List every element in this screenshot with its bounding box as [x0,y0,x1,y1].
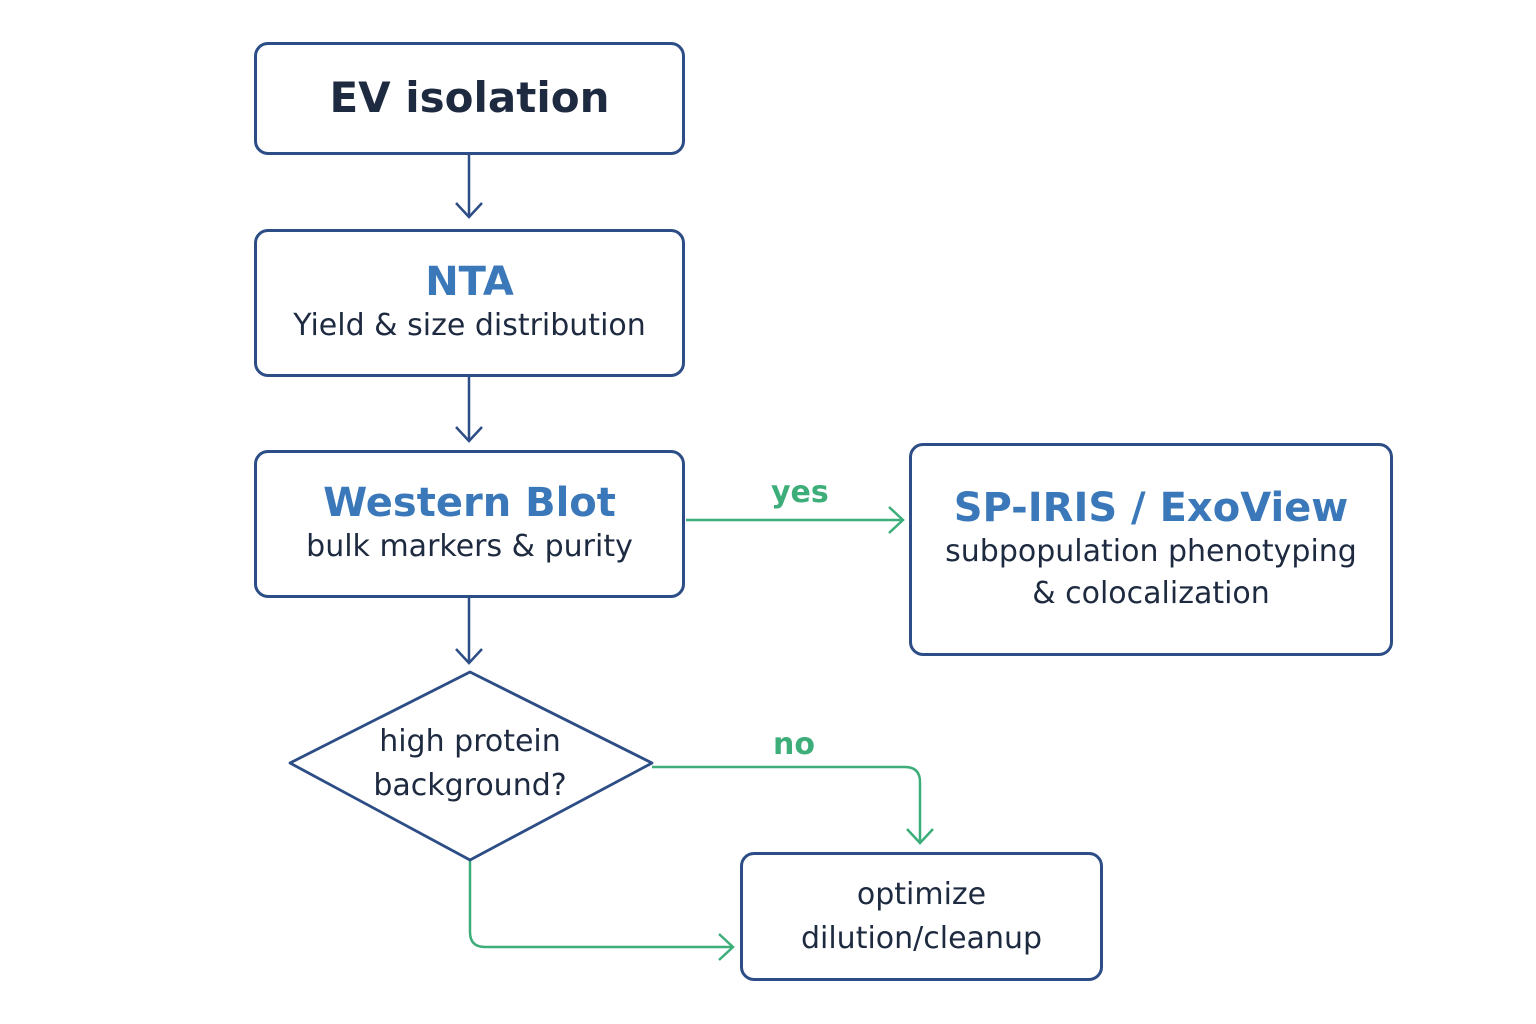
node-western-blot-title: Western Blot [323,480,616,526]
edge-label-yes: yes [771,475,829,510]
node-sp-iris-subtitle-line2: & colocalization [1032,575,1270,611]
node-sp-iris: SP-IRIS / ExoView subpopulation phenotyp… [909,443,1393,656]
decision-diamond [288,670,654,862]
node-western-blot-subtitle: bulk markers & purity [306,529,633,564]
node-nta-subtitle: Yield & size distribution [293,308,646,343]
arrow-ev-to-nta [455,155,483,219]
node-western-blot: Western Blot bulk markers & purity [254,450,685,598]
arrow-yes-to-sp-iris [686,506,905,534]
node-optimize: optimize dilution/cleanup [740,852,1103,981]
node-optimize-line2: dilution/cleanup [800,920,1043,956]
node-sp-iris-subtitle-line1: subpopulation phenotyping [945,533,1357,569]
arrow-nta-to-western [455,377,483,443]
node-ev-isolation-title: EV isolation [329,73,610,123]
arrow-western-to-decision [455,598,483,665]
edge-label-no: no [773,727,815,762]
node-nta-title: NTA [425,259,514,305]
node-decision-line1: high protein [379,724,561,759]
node-decision-line2: background? [373,767,567,803]
arrow-decision-bottom-to-optimize [468,860,735,961]
node-decision-text: high protein background? [300,720,640,807]
node-ev-isolation: EV isolation [254,42,685,155]
node-nta: NTA Yield & size distribution [254,229,685,377]
node-optimize-line1: optimize [856,877,987,912]
arrow-no-to-optimize [652,765,934,845]
node-sp-iris-title: SP-IRIS / ExoView [953,484,1349,531]
